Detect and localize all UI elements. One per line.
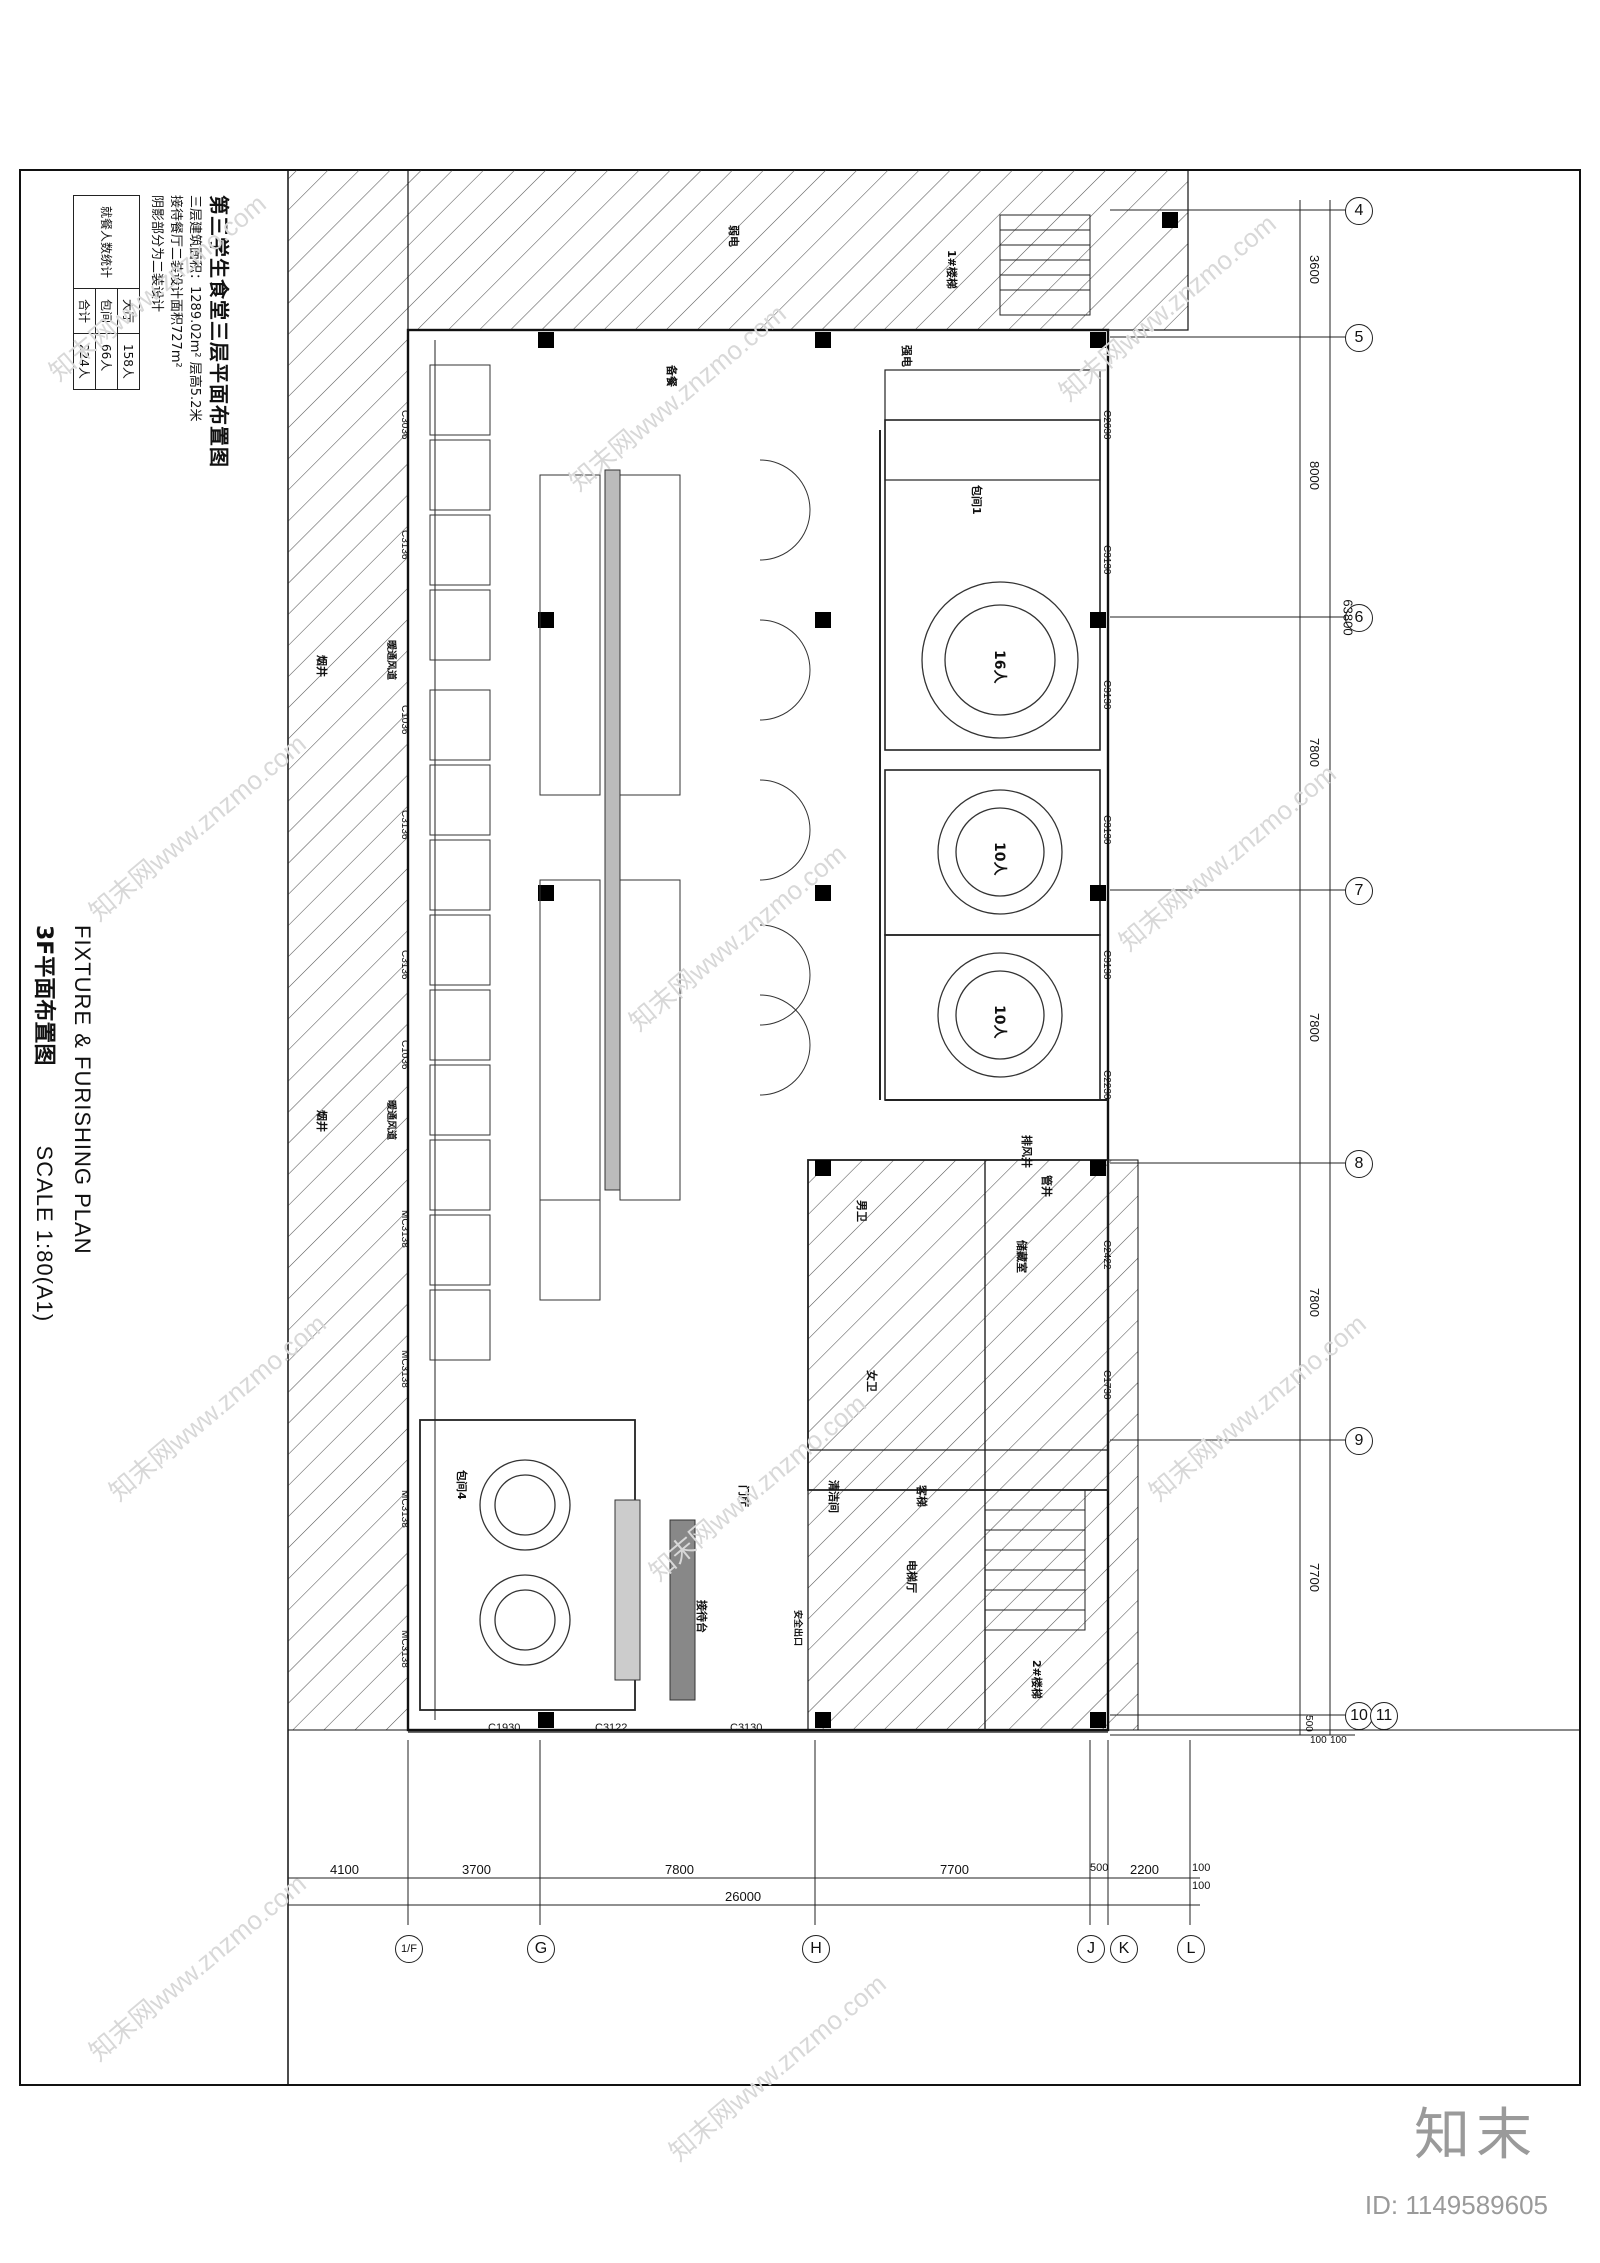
title-line-3: 阴影部分为二装设计 <box>149 195 164 313</box>
window-tag: C2230 <box>1101 1070 1112 1100</box>
window-tag: C1036 <box>399 1040 410 1070</box>
window-tag: C3136 <box>399 810 410 840</box>
dim-bottom: 7700 <box>940 1862 969 1877</box>
central-tables <box>539 469 696 1701</box>
room-storage: 储藏室 <box>1015 1240 1028 1273</box>
plan-title-cn: 3F平面布置图 SCALE 1:80(A1) <box>30 925 62 1322</box>
window-tag: C2422 <box>1101 1240 1112 1270</box>
room-fire-exit: 安全出口 <box>792 1610 802 1647</box>
stat-cell: 158人 <box>117 333 140 390</box>
grid-row-bubble: 8 <box>1345 1150 1373 1178</box>
booth-seating <box>429 364 491 1361</box>
room-warm: 暖通风道 <box>385 640 396 680</box>
window-tag: C2630 <box>1101 410 1112 440</box>
table-10a: 10人 <box>991 842 1007 876</box>
window-tag: C1036 <box>399 705 410 735</box>
window-tag: MC3138 <box>399 1630 410 1668</box>
window-tag: C3036 <box>399 410 410 440</box>
room-lift-hall: 电梯厅 <box>905 1560 918 1593</box>
grid-row-bubble: 11 <box>1370 1702 1398 1730</box>
dim-bottom: 7800 <box>665 1862 694 1877</box>
grid-row-bubble: 5 <box>1345 324 1373 352</box>
room-female-wc: 女卫 <box>865 1370 878 1392</box>
window-tag: C3130 <box>1101 680 1112 710</box>
dim-right: 100 <box>1310 1735 1327 1746</box>
grid-row-bubble: 4 <box>1345 197 1373 225</box>
dim-right: 63800 <box>1340 599 1356 636</box>
grid-row-bubble: 7 <box>1345 877 1373 905</box>
room-smoke: 烟井 <box>315 655 328 677</box>
room-cleaning: 清洁间 <box>827 1480 840 1513</box>
stairs <box>984 214 1091 1631</box>
room-weak: 弱电 <box>727 225 740 247</box>
room-tube: 管井 <box>1040 1175 1053 1197</box>
dim-right: 8000 <box>1306 461 1322 490</box>
sheet-border <box>19 169 1581 2086</box>
window-tag: C3122 <box>595 1722 628 1734</box>
grid-col-bubble: K <box>1110 1935 1138 1963</box>
dim-bottom: 500 <box>1090 1862 1109 1874</box>
grid-col-bubble: L <box>1177 1935 1205 1963</box>
window-tag: MC3138 <box>399 1490 410 1528</box>
window-tag: C3130 <box>730 1722 763 1734</box>
room-stair1: 1#楼梯 <box>945 250 958 289</box>
dim-bottom-total: 26000 <box>725 1889 762 1904</box>
grid-col-bubble: 1/F <box>395 1935 423 1963</box>
plan-title-en: FIXTURE & FURISHING PLAN <box>69 925 95 1255</box>
dim-right: 500 <box>1302 1715 1314 1732</box>
brand-logo: 知末 <box>1414 2103 1538 2168</box>
dim-right: 7800 <box>1306 1288 1322 1317</box>
room-vip1: 包间1 <box>970 485 983 515</box>
table-16: 16人 <box>991 650 1007 684</box>
window-tag: C1930 <box>488 1722 521 1734</box>
dim-bottom: 100 <box>1192 1862 1211 1874</box>
room-male-wc: 男卫 <box>855 1200 868 1222</box>
room-lift: 客梯 <box>915 1485 928 1507</box>
grid-col-bubble: J <box>1077 1935 1105 1963</box>
window-tag: MC3138 <box>399 1210 410 1248</box>
dim-bottom: 4100 <box>330 1862 359 1877</box>
dim-bottom: 3700 <box>462 1862 491 1877</box>
grid-row-bubble: 10 <box>1345 1702 1373 1730</box>
table-10b: 10人 <box>991 1005 1007 1039</box>
structural-columns <box>538 212 1178 1728</box>
plan-title-en-text: FIXTURE & FURISHING PLAN <box>70 925 95 1255</box>
window-tag: MC3138 <box>399 1350 410 1388</box>
right-grid-lines <box>1110 209 1355 1736</box>
plan-scale: SCALE 1:80(A1) <box>32 1145 57 1323</box>
grid-col-bubble: H <box>802 1935 830 1963</box>
room-elec: 强电 <box>900 345 913 367</box>
brand-id: ID: 1149589605 <box>1364 2190 1548 2220</box>
bottom-grid-lines <box>407 1740 1191 1925</box>
window-tag: C3136 <box>399 530 410 560</box>
stat-header: 就餐人数统计 <box>73 195 140 289</box>
dim-bottom: 2200 <box>1130 1862 1159 1877</box>
dim-right: 7800 <box>1306 1013 1322 1042</box>
room-warm-2: 暖通风道 <box>385 1100 396 1140</box>
dim-bottom: 100 <box>1192 1880 1211 1892</box>
window-tag: C1730 <box>1101 1370 1112 1400</box>
dim-right: 7700 <box>1306 1563 1322 1592</box>
dim-right: 100 <box>1330 1735 1347 1746</box>
window-tag: C3130 <box>1101 545 1112 575</box>
room-vip4: 包间4 <box>455 1470 468 1500</box>
room-stair2: 2#楼梯 <box>1030 1660 1043 1699</box>
grid-row-bubble: 6 <box>1345 604 1373 632</box>
dim-right: 3600 <box>1306 255 1322 284</box>
room-reception: 接待台 <box>695 1600 708 1633</box>
grid-row-bubble: 9 <box>1345 1427 1373 1455</box>
room-shaft: 排风井 <box>1020 1135 1033 1168</box>
room-smoke-2: 烟井 <box>315 1110 328 1132</box>
window-tag: C3130 <box>1101 815 1112 845</box>
banquet-tables <box>479 581 1079 1666</box>
window-tag: C3136 <box>399 950 410 980</box>
title-line-2: 接待餐厅二装设计面积727m² <box>168 195 183 368</box>
round-booths <box>759 459 811 1096</box>
grid-col-bubble: G <box>527 1935 555 1963</box>
window-tag: C3130 <box>1101 950 1112 980</box>
plan-title-cn-text: 3F平面布置图 <box>31 925 56 1066</box>
